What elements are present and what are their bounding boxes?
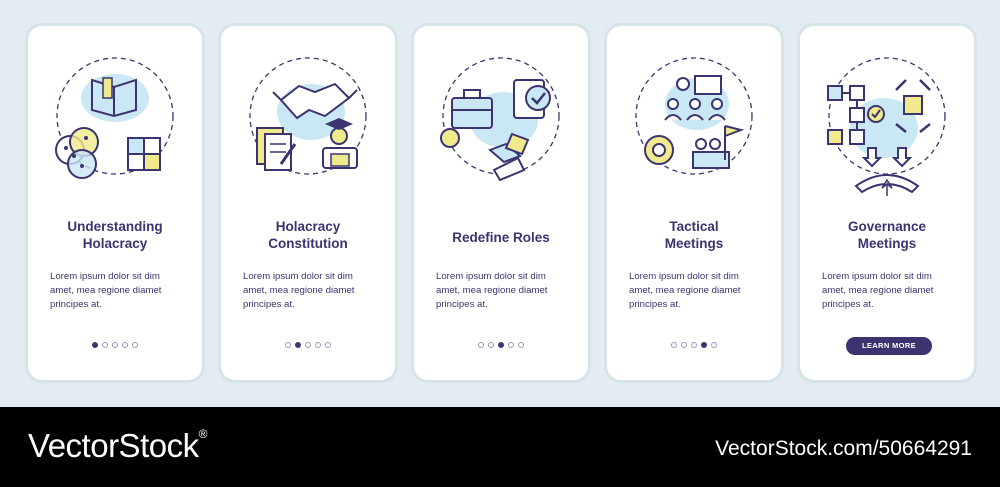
card-title: Tactical Meetings (664, 219, 724, 251)
card-title: Redefine Roles (452, 230, 550, 245)
onboarding-screens: Understanding Holacracy Lorem ipsum dolo… (28, 26, 974, 380)
briefcase-and-puzzle-icon (432, 40, 570, 200)
card-body-text: Lorem ipsum dolor sit dim amet, mea regi… (822, 271, 934, 310)
onboarding-card-tactical-meetings: Tactical Meetings Lorem ipsum dolor sit … (607, 26, 781, 380)
page-dot[interactable] (285, 342, 291, 348)
onboarding-card-understanding-holacracy: Understanding Holacracy Lorem ipsum dolo… (28, 26, 202, 380)
card-body-text: Lorem ipsum dolor sit dim amet, mea regi… (629, 271, 741, 310)
page-dot[interactable] (305, 342, 311, 348)
page-dot[interactable] (478, 342, 484, 348)
onboarding-card-holacracy-constitution: Holacracy Constitution Lorem ipsum dolor… (221, 26, 395, 380)
page-dot-active[interactable] (295, 342, 301, 348)
page-dot[interactable] (102, 342, 108, 348)
onboarding-card-redefine-roles: Redefine Roles Lorem ipsum dolor sit dim… (414, 26, 588, 380)
registered-mark: ® (198, 427, 208, 441)
page-dot[interactable] (508, 342, 514, 348)
page-dot[interactable] (681, 342, 687, 348)
handshake-and-document-icon (239, 40, 377, 200)
card-body-text: Lorem ipsum dolor sit dim amet, mea regi… (50, 271, 162, 310)
team-meeting-and-gear-icon (625, 40, 763, 200)
page-dot[interactable] (518, 342, 524, 348)
watermark-bar: VectorStock® VectorStock.com/50664291 (0, 407, 1000, 487)
page-dot[interactable] (132, 342, 138, 348)
pagination-dots (607, 342, 781, 348)
card-title: Governance Meetings (847, 219, 927, 251)
pagination-dots (414, 342, 588, 348)
page-dot-active[interactable] (92, 342, 98, 348)
stock-id: VectorStock.com/50664291 (715, 437, 972, 460)
page-dot[interactable] (122, 342, 128, 348)
page-dot[interactable] (711, 342, 717, 348)
card-body-text: Lorem ipsum dolor sit dim amet, mea regi… (436, 271, 548, 310)
vectorstock-logo: VectorStock® (28, 427, 207, 465)
card-title: Understanding Holacracy (67, 219, 163, 251)
page-dot[interactable] (488, 342, 494, 348)
page-dot[interactable] (671, 342, 677, 348)
page-dot[interactable] (112, 342, 118, 348)
onboarding-card-governance-meetings: Governance Meetings Lorem ipsum dolor si… (800, 26, 974, 380)
pagination-dots (28, 342, 202, 348)
page-dot-active[interactable] (701, 342, 707, 348)
brand-text: VectorStock (28, 427, 199, 464)
page-dot[interactable] (325, 342, 331, 348)
open-book-and-puzzle-icon (46, 40, 184, 200)
page-dot[interactable] (691, 342, 697, 348)
card-body-text: Lorem ipsum dolor sit dim amet, mea regi… (243, 271, 355, 310)
page-dot-active[interactable] (498, 342, 504, 348)
page-dot[interactable] (315, 342, 321, 348)
learn-more-button[interactable]: LEARN MORE (846, 337, 932, 355)
card-title: Holacracy Constitution (268, 219, 348, 251)
flowchart-and-arrows-icon (818, 40, 956, 200)
pagination-dots (221, 342, 395, 348)
